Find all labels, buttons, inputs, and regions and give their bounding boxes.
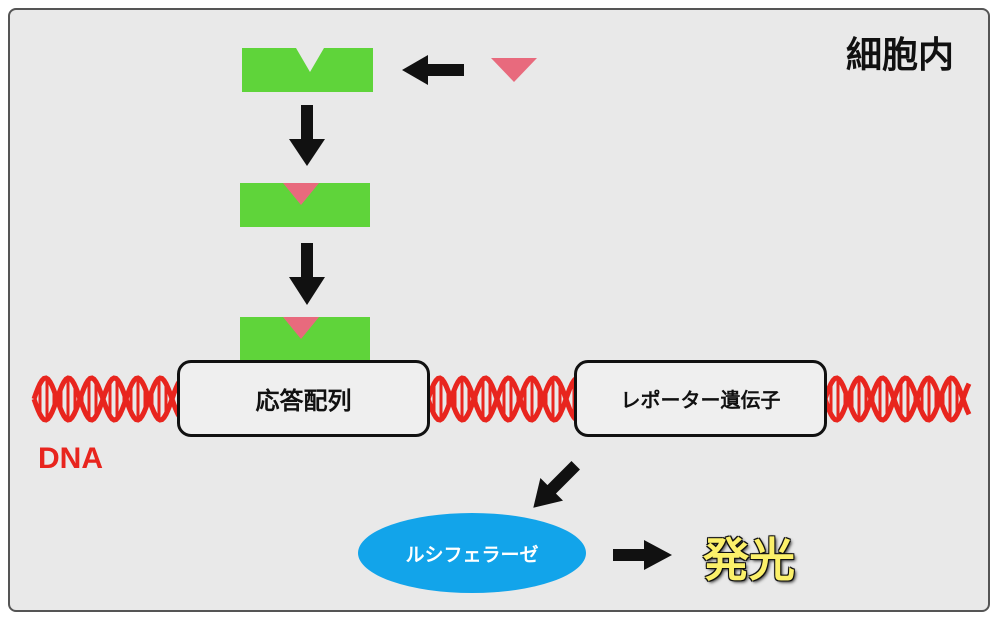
dna-helix [31, 375, 972, 423]
luciferase-enzyme: ルシフェラーゼ [358, 513, 586, 593]
dna-label: DNA [38, 442, 103, 475]
arrow-luminescence [613, 540, 672, 570]
dna-strand [31, 375, 183, 423]
arrow-expression [533, 461, 580, 508]
dna-strand [425, 375, 578, 423]
reporter-gene-box: レポーター遺伝子 [574, 360, 827, 437]
reporter-gene-label: レポーター遺伝子 [620, 388, 781, 412]
arrow-ligand-binding [402, 55, 464, 85]
receptor-dna-bound [240, 317, 370, 361]
cell-interior-label: 細胞内 [845, 35, 954, 76]
luciferase-label: ルシフェラーゼ [405, 543, 539, 566]
dna-strand [425, 375, 578, 423]
receptor-unbound [242, 48, 373, 92]
response-element-label: 応答配列 [255, 387, 352, 415]
dna-strand [822, 375, 972, 423]
cell-boundary [8, 8, 990, 612]
response-element-box: 応答配列 [177, 360, 430, 437]
luminescence-label: 発光 [703, 533, 795, 587]
arrow-down-2 [289, 243, 325, 305]
ligand-molecule [491, 58, 537, 82]
dna-strand [31, 375, 183, 423]
receptor-ligand-complex [240, 183, 370, 227]
arrow-down-1 [289, 105, 325, 166]
